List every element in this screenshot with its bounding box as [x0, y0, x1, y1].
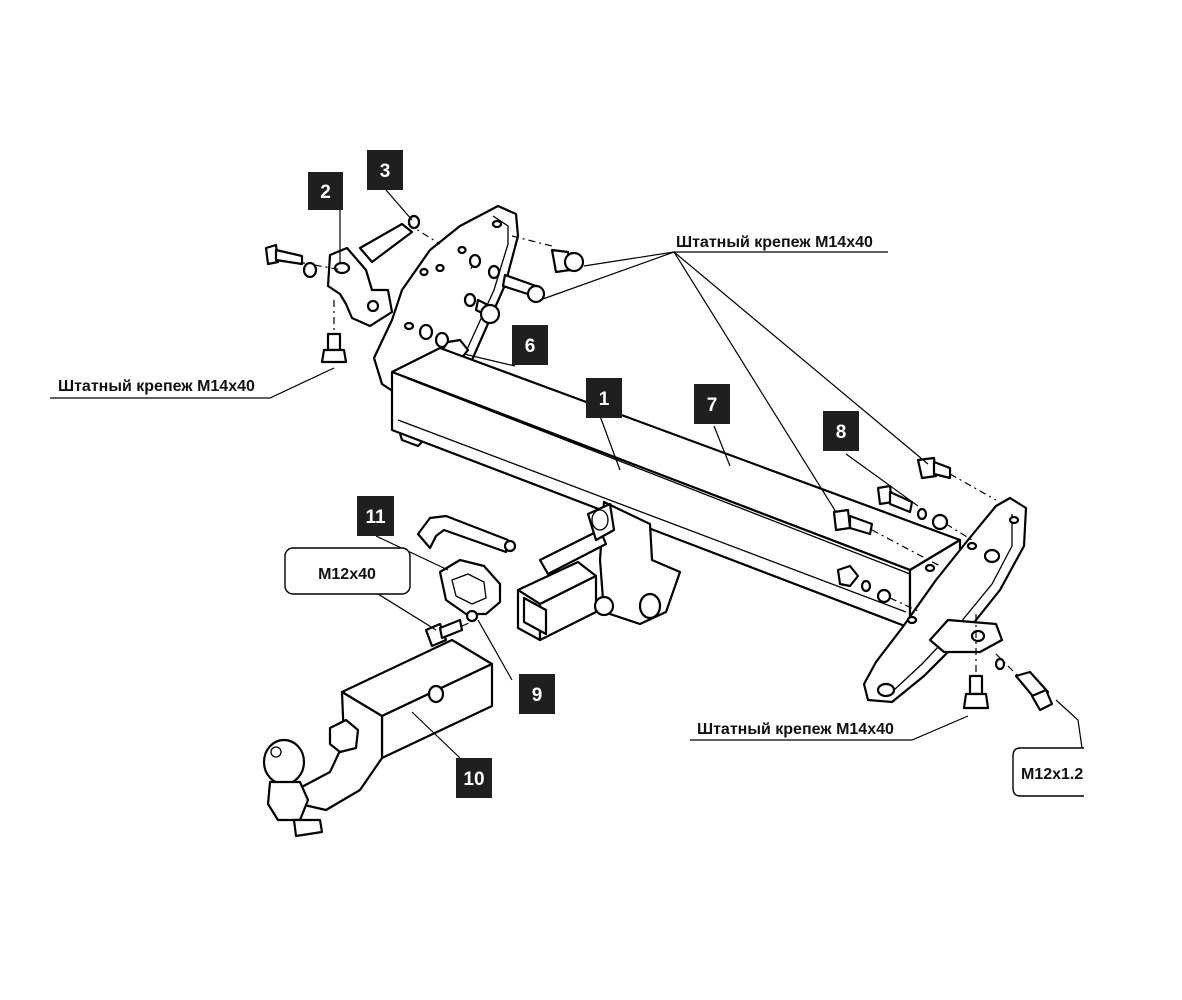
part-badge-8: 8 [823, 411, 859, 451]
part-badge-7: 7 [694, 384, 730, 424]
receiver-housing [516, 500, 682, 642]
left-side-bracket [326, 222, 414, 328]
m12x40-bolt [424, 618, 477, 648]
size-label-m12x40-text: M12x40 [318, 566, 376, 583]
fastener-callout-top: Штатный крепеж М14х40 [676, 234, 873, 251]
right-fasteners [832, 456, 1054, 712]
locking-pin [416, 514, 517, 554]
svg-text:1: 1 [599, 389, 610, 410]
size-label-m12x40: M12x40 [284, 547, 411, 595]
fastener-callout-bottom: Штатный крепеж М14х40 [697, 721, 894, 738]
svg-text:3: 3 [380, 161, 391, 182]
part-badge-2: 2 [308, 172, 343, 210]
size-label-m12x1-2: M12x1.2 [1012, 747, 1084, 797]
svg-text:8: 8 [836, 422, 847, 443]
svg-text:9: 9 [532, 685, 543, 706]
ball-mount-shank [262, 638, 494, 838]
size-label-m12x1-2-text: M12x1.2 [1021, 766, 1083, 783]
svg-text:2: 2 [320, 182, 331, 203]
leader-lines [50, 189, 1083, 759]
svg-text:11: 11 [365, 507, 386, 528]
svg-text:7: 7 [707, 395, 718, 416]
svg-text:10: 10 [463, 769, 484, 790]
part-badge-1: 1 [586, 378, 622, 418]
socket-plate [438, 558, 502, 623]
part-badge-11: 11 [357, 496, 394, 536]
part-badge-6: 6 [512, 325, 548, 365]
part-badge-9: 9 [519, 674, 555, 714]
right-mounting-plate [862, 496, 1028, 704]
svg-text:6: 6 [525, 336, 536, 357]
fastener-callout-left: Штатный крепеж М14х40 [58, 378, 255, 395]
part-badge-10: 10 [456, 758, 492, 798]
part-badge-3: 3 [367, 150, 403, 190]
